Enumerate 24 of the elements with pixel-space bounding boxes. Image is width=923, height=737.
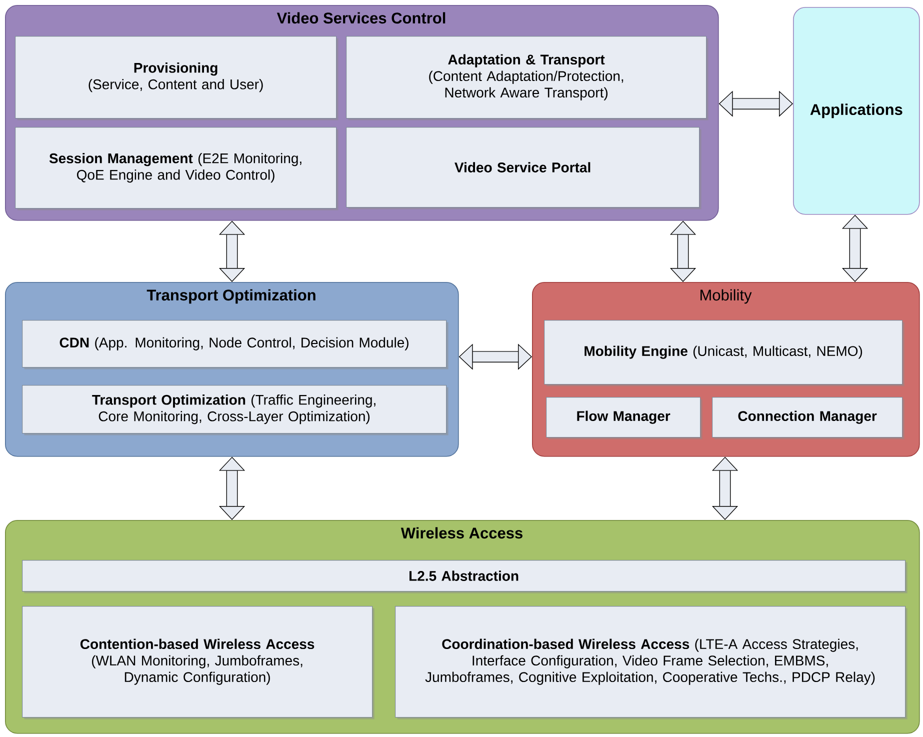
component-box: Adaptation & Transport (Content Adaptation/Protection, Network Aware Transport) (346, 36, 708, 120)
component-box: Mobility Engine (Unicast, Multicast, NEMO) (544, 320, 904, 386)
component-box: L2.5 Abstraction (22, 560, 908, 594)
component-box: Flow Manager (546, 397, 702, 440)
panel-title: Wireless Access (400, 527, 522, 539)
double-arrow (218, 220, 246, 282)
component-box: CDN (App. Monitoring, Node Control, Decision Module) (22, 320, 448, 370)
double-arrow (718, 90, 793, 117)
component-box: Transport Optimization (Traffic Engineering, Core Monitoring, Cross-Layer Optimization) (22, 385, 448, 436)
component-box: Session Management (E2E Monitoring, QoE Engine and Video Control) (15, 127, 338, 210)
double-arrow (842, 214, 868, 282)
component-box: Provisioning (Service, Content and User) (15, 36, 338, 120)
double-arrow (712, 456, 738, 520)
double-arrow (218, 456, 246, 520)
component-box: Coordination-based Wireless Access (LTE-A Access Strategies, Interface Configuration, Video Frame Selection, EMBMS, Jumboframes, Cognitive Exploitation, Cooperative Techs., PDCP Relay) (395, 606, 908, 720)
component-box: Connection Manager (712, 397, 904, 440)
service-box: Applications (793, 7, 920, 215)
component-box: Contention-based Wireless Access (WLAN Monitoring, Jumboframes, Dynamic Configuration) (22, 606, 374, 720)
panel-title: Video Services Control (276, 12, 446, 24)
panel-title: Mobility (700, 289, 752, 304)
double-arrow (458, 344, 532, 370)
double-arrow (670, 220, 696, 282)
component-box: Video Service Portal (346, 127, 702, 210)
panel-title: Transport Optimization (146, 289, 316, 304)
